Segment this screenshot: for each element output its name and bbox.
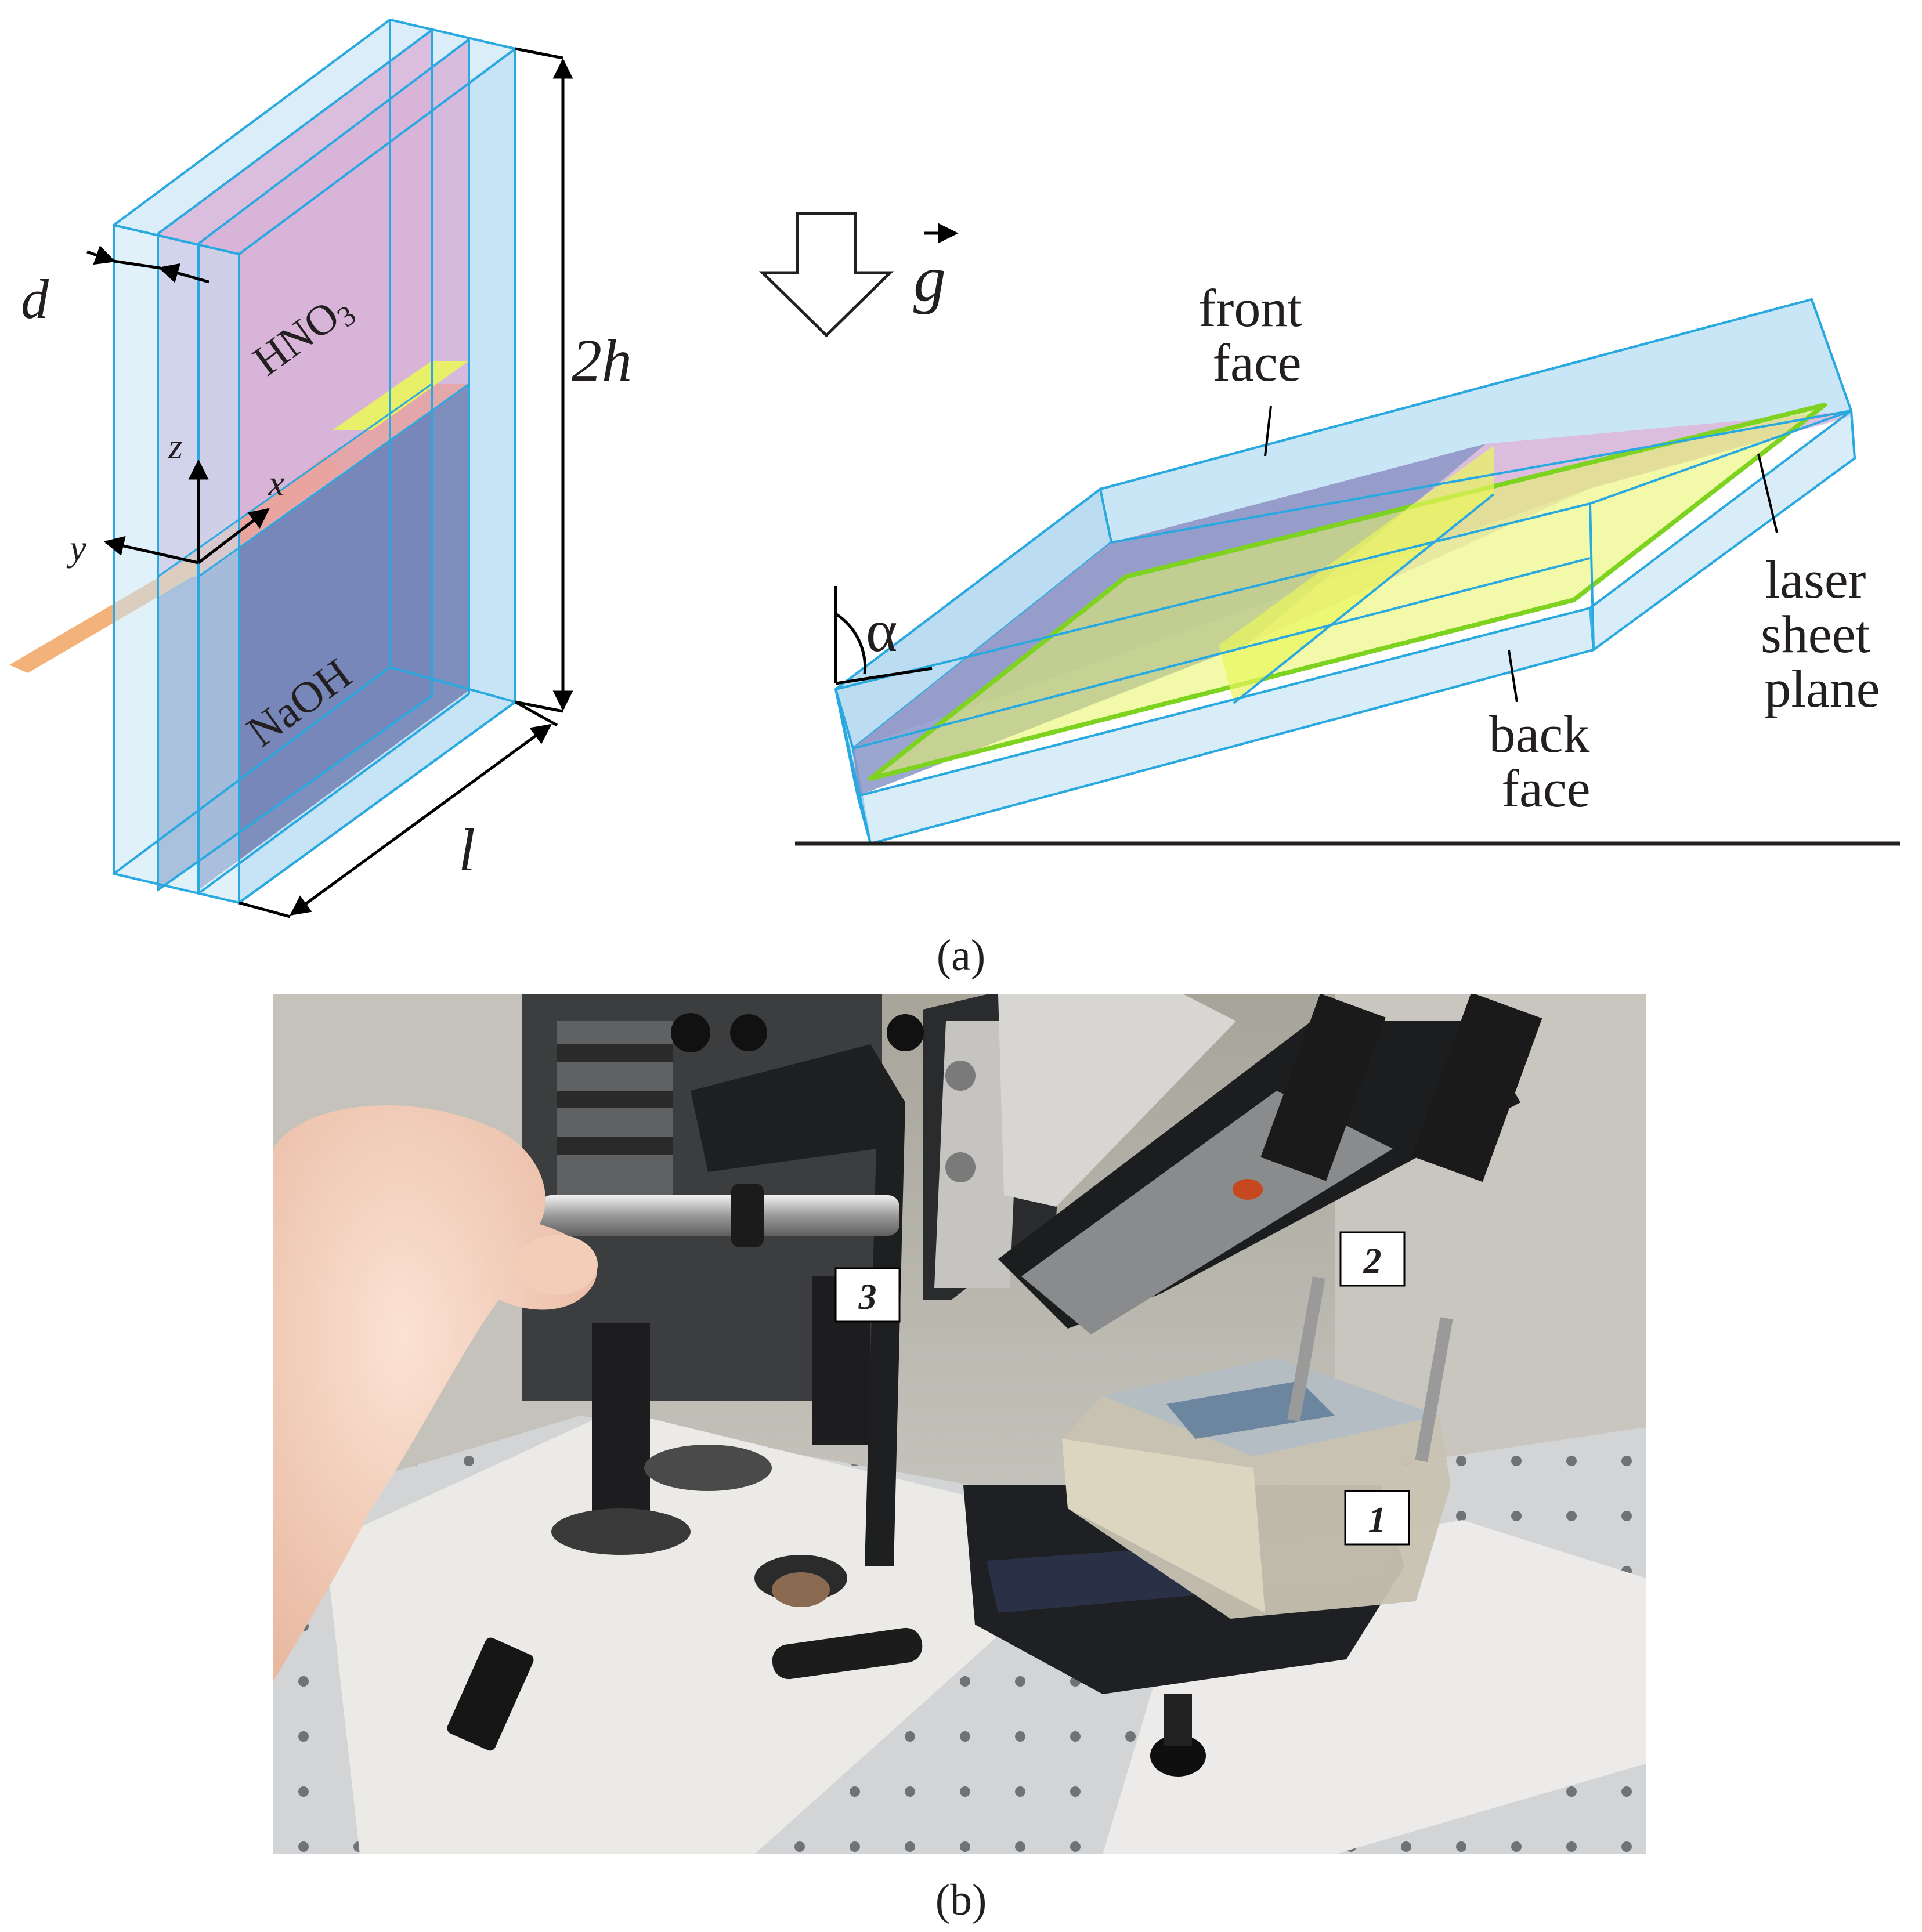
hand [273, 1105, 597, 1683]
coordinate-axes [103, 459, 270, 565]
axis-y-label: y [66, 527, 86, 569]
svg-text:1: 1 [1368, 1500, 1386, 1540]
vertical-hele-shaw-cell: z x y HNO3 NaOH d 2h l [9, 19, 632, 918]
svg-text:3: 3 [858, 1278, 877, 1317]
axis-z-label: z [168, 425, 183, 466]
tilt-angle-marker [834, 586, 933, 685]
tilted-hele-shaw-cell: α [795, 298, 1900, 846]
axis-x-label: x [268, 462, 284, 504]
caption-a: (a) [937, 931, 985, 980]
gravity-vector-label: g [913, 223, 959, 315]
laser-sheet-plane-label: laser sheet plane [1761, 550, 1884, 718]
svg-text:2: 2 [1363, 1242, 1382, 1281]
front-face-label: front face [1198, 278, 1316, 392]
marker-1: 1 [1344, 1490, 1410, 1546]
gravity-arrow [758, 212, 894, 338]
tilt-angle-label: α [866, 598, 898, 664]
gap-label: d [21, 268, 49, 330]
caption-b: (b) [935, 1876, 987, 1924]
height-dimension [515, 47, 573, 713]
length-label: l [458, 817, 475, 884]
experimental-setup-photo [273, 994, 1646, 1854]
length-dimension [239, 700, 558, 918]
laser-sheet-on-interface [332, 361, 469, 430]
back-face-label: back face [1489, 704, 1603, 818]
marker-2: 2 [1339, 1231, 1406, 1287]
gap-dimension [86, 245, 209, 284]
marker-3: 3 [834, 1267, 901, 1323]
height-label: 2h [572, 327, 632, 394]
svg-text:g: g [913, 243, 946, 315]
